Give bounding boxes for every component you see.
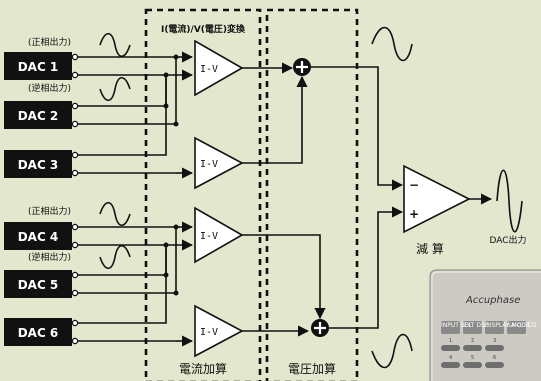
svg-text:6: 6	[493, 355, 496, 361]
voltage-sum-label: 電圧加算	[288, 361, 336, 376]
normal-phase-label-2: (正相出力)	[28, 205, 71, 217]
inverted-phase-label-2: (逆相出力)	[28, 251, 71, 263]
dac-4-block: DAC 4	[4, 222, 72, 250]
current-sum-label: 電流加算	[179, 361, 227, 376]
normal-phase-label-1: (正相出力)	[28, 36, 71, 48]
svg-text:1: 1	[449, 338, 452, 344]
svg-text:3: 3	[493, 338, 496, 344]
wiring-group-2	[78, 227, 176, 341]
output-sine-icon	[497, 170, 522, 232]
inverted-phase-label-1: (逆相出力)	[28, 82, 71, 94]
svg-text:DAC 6: DAC 6	[18, 326, 59, 340]
svg-text:DAC 1: DAC 1	[18, 60, 59, 74]
svg-text:DAC 5: DAC 5	[18, 278, 59, 292]
plus-sign: +	[409, 207, 419, 221]
iv-amp-3: I-V	[195, 208, 242, 262]
small-inverted-sine-icon	[100, 246, 130, 269]
svg-text:I-V: I-V	[200, 159, 218, 170]
wiring-group-1-arrows	[166, 57, 192, 173]
subtractor-amp: − +	[404, 166, 469, 232]
svg-text:DAC 4: DAC 4	[18, 230, 59, 244]
remote-control-image: Accuphase INPUT SEL EXT DSP DISPLAY MODE…	[430, 270, 541, 381]
svg-text:2: 2	[471, 338, 474, 344]
amp2-to-sum1	[242, 77, 302, 163]
dac-output-label: DAC出力	[489, 234, 526, 246]
svg-text:I-V: I-V	[200, 64, 218, 75]
iv-amp-4: I-V	[195, 306, 242, 356]
svg-text:DAC 3: DAC 3	[18, 158, 59, 172]
amp3-to-sum2	[242, 235, 320, 318]
inverted-sum-wave-icon	[372, 335, 412, 368]
small-sine-icon	[100, 203, 130, 226]
minus-sign: −	[409, 178, 419, 192]
iv-conversion-label: I(電流)/V(電圧)変換	[161, 23, 246, 35]
svg-text:I-V: I-V	[200, 231, 218, 242]
dac-1-block: DAC 1	[4, 52, 72, 80]
remote-function-buttons: INPUT SEL EXT DSP DISPLAY MODE SA-CD CD	[441, 321, 537, 334]
remote-logo: Accuphase	[465, 295, 520, 306]
iv-amp-2: I-V	[195, 138, 242, 188]
svg-text:4: 4	[449, 355, 452, 361]
wiring-group-1	[78, 57, 176, 173]
summing-node-2	[311, 319, 329, 337]
dac-terminals	[72, 54, 77, 343]
dac-5-block: DAC 5	[4, 270, 72, 298]
iv-amp-1: I-V	[195, 41, 242, 95]
svg-text:I-V: I-V	[200, 327, 218, 338]
dac-2-block: DAC 2	[4, 101, 72, 129]
dac-6-block: DAC 6	[4, 318, 72, 346]
subtract-label: 減 算	[416, 241, 444, 256]
dac-3-block: DAC 3	[4, 150, 72, 178]
small-sine-icon	[100, 34, 130, 57]
svg-text:DAC 2: DAC 2	[18, 109, 59, 123]
small-inverted-sine-icon	[100, 78, 130, 101]
summing-node-1	[293, 58, 311, 76]
svg-text:5: 5	[471, 355, 474, 361]
wiring-group-2-arrows	[166, 227, 192, 341]
svg-text:SA-CD CD: SA-CD CD	[507, 322, 537, 329]
sum-wave-icon	[372, 28, 412, 61]
sum2-to-plus	[329, 212, 402, 328]
